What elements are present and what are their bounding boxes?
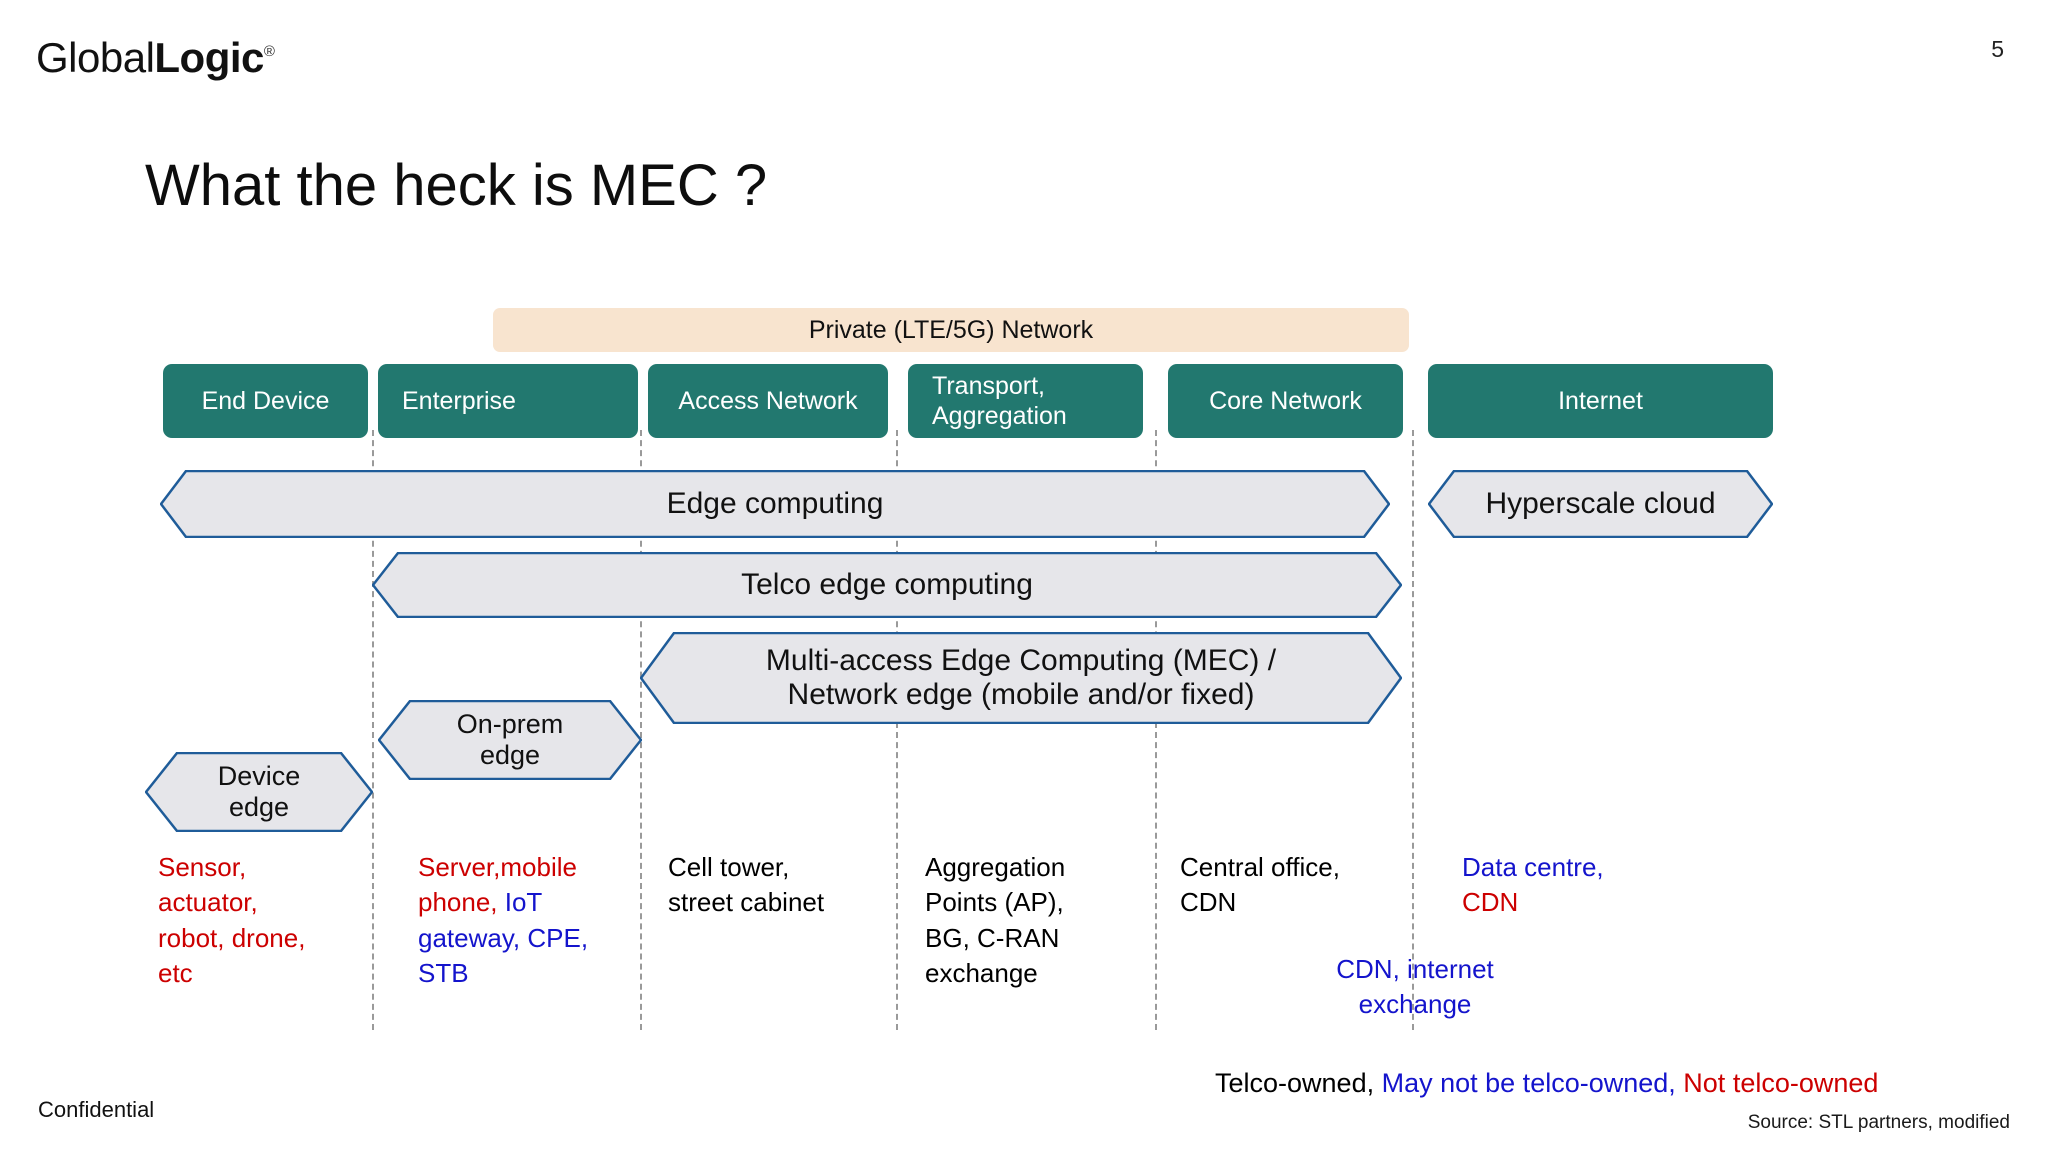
stage-enterprise[interactable]: Enterprise: [378, 364, 638, 438]
stage-transport-aggregation[interactable]: Transport, Aggregation: [908, 364, 1143, 438]
column-divider-4: [1155, 430, 1157, 1030]
examples-enterprise-line-3: gateway, CPE,: [418, 922, 589, 953]
examples-end-device: Sensor, actuator, robot, drone, etc: [158, 850, 363, 991]
examples-transport-line-2: Points (AP),: [925, 887, 1064, 918]
stage-access-network-label: Access Network: [678, 386, 858, 415]
hexagon-shape: [1428, 470, 1773, 538]
examples-end-device-line-3: robot, drone,: [158, 922, 306, 953]
registered-trademark-icon: ®: [263, 43, 275, 60]
stage-enterprise-label: Enterprise: [402, 386, 516, 415]
examples-enterprise-line-2: phone, IoT: [418, 885, 633, 920]
hexagon-shape: [640, 632, 1402, 724]
logo-text-global: Global: [36, 34, 155, 81]
stage-end-device-label: End Device: [201, 386, 330, 415]
source-attribution: Source: STL partners, modified: [1747, 1112, 2010, 1133]
examples-end-device-line-4: etc: [158, 958, 193, 989]
private-network-banner: Private (LTE/5G) Network: [493, 308, 1409, 352]
column-divider-5: [1412, 430, 1414, 1030]
examples-transport-line-1: Aggregation: [925, 852, 1066, 882]
band-telco-edge-computing[interactable]: Telco edge computing: [372, 552, 1402, 618]
examples-core-network: Central office, CDN: [1180, 850, 1395, 921]
confidential-label: Confidential: [38, 1097, 155, 1122]
examples-internet: Data centre, CDN: [1462, 850, 1692, 921]
legend-may-not-be-telco-owned: May not be telco-owned,: [1381, 1068, 1676, 1098]
stage-transport-aggregation-label: Transport, Aggregation: [932, 371, 1067, 431]
legend-not-telco-owned: Not telco-owned: [1683, 1068, 1879, 1098]
examples-core-line-1: Central office,: [1180, 852, 1340, 882]
page-number: 5: [1991, 36, 2004, 62]
stage-end-device[interactable]: End Device: [163, 364, 368, 438]
examples-access-network-line-1: Cell tower,: [668, 852, 790, 882]
examples-cdn-exchange-line-2: exchange: [1358, 989, 1472, 1020]
examples-enterprise-line-1: Server,mobile: [418, 852, 577, 882]
ownership-legend: Telco-owned, May not be telco-owned, Not…: [1215, 1068, 1878, 1099]
examples-enterprise-line-2-red: phone,: [418, 887, 505, 918]
examples-internet-line-2: CDN: [1462, 887, 1519, 918]
band-device-edge[interactable]: Device edge: [145, 752, 373, 832]
band-mec-network-edge[interactable]: Multi-access Edge Computing (MEC) / Netw…: [640, 632, 1402, 724]
stage-core-network-label: Core Network: [1209, 386, 1362, 415]
column-divider-1: [372, 430, 374, 1030]
examples-access-network: Cell tower, street cabinet: [668, 850, 883, 921]
examples-enterprise: Server,mobile phone, IoT gateway, CPE, S…: [418, 850, 633, 991]
hexagon-shape: [378, 700, 642, 780]
stage-core-network[interactable]: Core Network: [1168, 364, 1403, 438]
examples-transport-line-4: exchange: [925, 958, 1038, 989]
page-title: What the heck is MEC ?: [145, 153, 768, 218]
column-divider-3: [896, 430, 898, 1030]
logo-text-logic: Logic: [154, 34, 264, 81]
examples-cdn-exchange-line-1: CDN, internet: [1336, 954, 1494, 984]
examples-end-device-line-2: actuator,: [158, 887, 258, 918]
stage-access-network[interactable]: Access Network: [648, 364, 888, 438]
legend-telco-owned: Telco-owned,: [1215, 1068, 1375, 1098]
examples-cdn-internet-exchange: CDN, internet exchange: [1285, 952, 1545, 1023]
examples-core-line-2: CDN: [1180, 887, 1237, 918]
hexagon-shape: [372, 552, 1402, 618]
examples-end-device-line-1: Sensor,: [158, 852, 247, 882]
column-divider-2: [640, 430, 642, 1030]
examples-enterprise-line-2-blue: IoT: [504, 887, 543, 918]
private-network-banner-label: Private (LTE/5G) Network: [808, 315, 1094, 344]
examples-internet-line-1: Data centre,: [1462, 852, 1604, 882]
band-hyperscale-cloud[interactable]: Hyperscale cloud: [1428, 470, 1773, 538]
hexagon-shape: [160, 470, 1390, 538]
hexagon-shape: [145, 752, 373, 832]
stage-internet-label: Internet: [1558, 386, 1643, 415]
examples-transport-aggregation: Aggregation Points (AP), BG, C-RAN excha…: [925, 850, 1140, 991]
stage-internet[interactable]: Internet: [1428, 364, 1773, 438]
examples-transport-line-3: BG, C-RAN: [925, 922, 1060, 953]
examples-enterprise-line-4: STB: [418, 958, 469, 989]
examples-access-network-line-2: street cabinet: [668, 887, 825, 918]
band-edge-computing[interactable]: Edge computing: [160, 470, 1390, 538]
globallogic-logo: GlobalLogic®: [36, 34, 275, 82]
band-on-prem-edge[interactable]: On-prem edge: [378, 700, 642, 780]
